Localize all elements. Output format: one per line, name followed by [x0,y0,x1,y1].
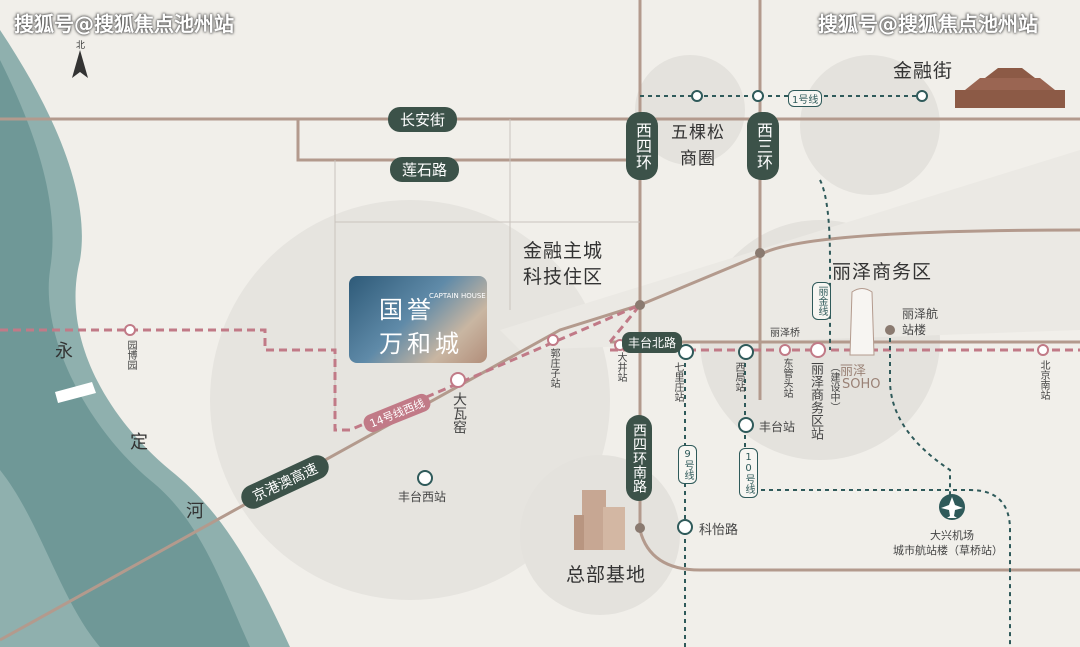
soho-tower-icon [849,288,875,356]
line-10-tag: 10号线 [739,448,758,498]
zone-circle-jinrongjie [800,55,940,195]
line-9-tag: 9号线 [678,445,697,484]
district-jinrongjie: 金融街 [893,60,954,82]
river-char-2: 定 [130,432,148,453]
headquarters-building-icon [574,490,625,550]
station-xiju[interactable]: 西局站 [733,362,744,392]
road-fengtai-north: 丰台北路 [622,332,683,353]
station-dajing[interactable]: 大井站 [615,352,626,382]
station-fengtaixi[interactable]: 丰台西站 [398,490,447,504]
project-english: CAPTAIN HOUSE [429,292,486,300]
station-fengtai[interactable]: 丰台站 [759,420,796,434]
road-xisanhuan: 西三环 [747,112,779,180]
district-lize: 丽泽商务区 [832,261,933,283]
line-1-tag: 1号线 [788,90,823,107]
station-dongguantou[interactable]: 东管头站 [781,358,792,398]
station-keyilu[interactable]: 科怡路 [699,523,739,538]
river-char-3: 河 [186,501,204,522]
junction-dot [755,248,765,258]
airplane-glyph [941,497,963,518]
station-daxing-terminal[interactable]: 城市航站楼（草桥站） [893,544,1003,557]
road-changan: 长安街 [388,107,458,132]
river-bridge [55,382,96,403]
district-wukesong: 五棵松商圈 [671,123,725,169]
district-jinrong-city: 金融主城科技住区 [523,240,604,288]
station-lize-terminal[interactable]: 丽泽航站楼 [902,307,939,337]
station-dawayao[interactable]: 大瓦窑 [451,392,467,434]
station-daxing[interactable]: 大兴机场 [930,529,974,542]
watermark-left: 搜狐号@搜狐焦点池州站 [14,12,234,36]
project-name-line1: 国誉 [379,296,435,324]
zone-circle-wukesong [635,55,745,165]
river-char-1: 永 [55,341,73,362]
compass-north-label: 北 [76,41,86,51]
soho-en-label: SOHO [842,377,881,392]
compass-arrow [72,50,88,78]
landmark-building-icon [955,68,1065,108]
station-beijingnan[interactable]: 北京南站 [1038,360,1049,400]
junction-dot-2 [635,300,645,310]
station-guobo[interactable]: 园博园 [125,340,136,370]
red-station-markers [124,324,1049,388]
station-lize-building: （建设中） [828,362,839,412]
light-wedge [500,150,1080,350]
junction-dot-3 [635,523,645,533]
river-water [0,60,250,647]
project-name-line2: 万和城 [379,330,463,358]
lize-terminal-dot [885,325,895,335]
project-card[interactable]: 国誉 万和城 CAPTAIN HOUSE [349,276,487,363]
line-lijin-tag: 丽金线 [812,282,831,320]
road-lianshi: 莲石路 [390,157,460,182]
station-qilizhuang[interactable]: 七里庄站 [672,362,683,402]
teal-station-markers [417,90,928,535]
station-lizeqiao[interactable]: 丽泽桥 [770,328,800,339]
district-zongbu: 总部基地 [566,564,647,586]
station-lize[interactable]: 丽泽商务区站 [808,362,823,440]
soho-cn-label: 丽泽 [840,364,867,379]
watermark-right: 搜狐号@搜狐焦点池州站 [818,12,1038,36]
metro-line-14 [0,303,642,432]
road-xisihuan-south: 西四环南路 [626,415,652,501]
station-guozhuangzi[interactable]: 郭庄子站 [548,348,559,388]
road-xisihuan: 西四环 [626,112,658,180]
